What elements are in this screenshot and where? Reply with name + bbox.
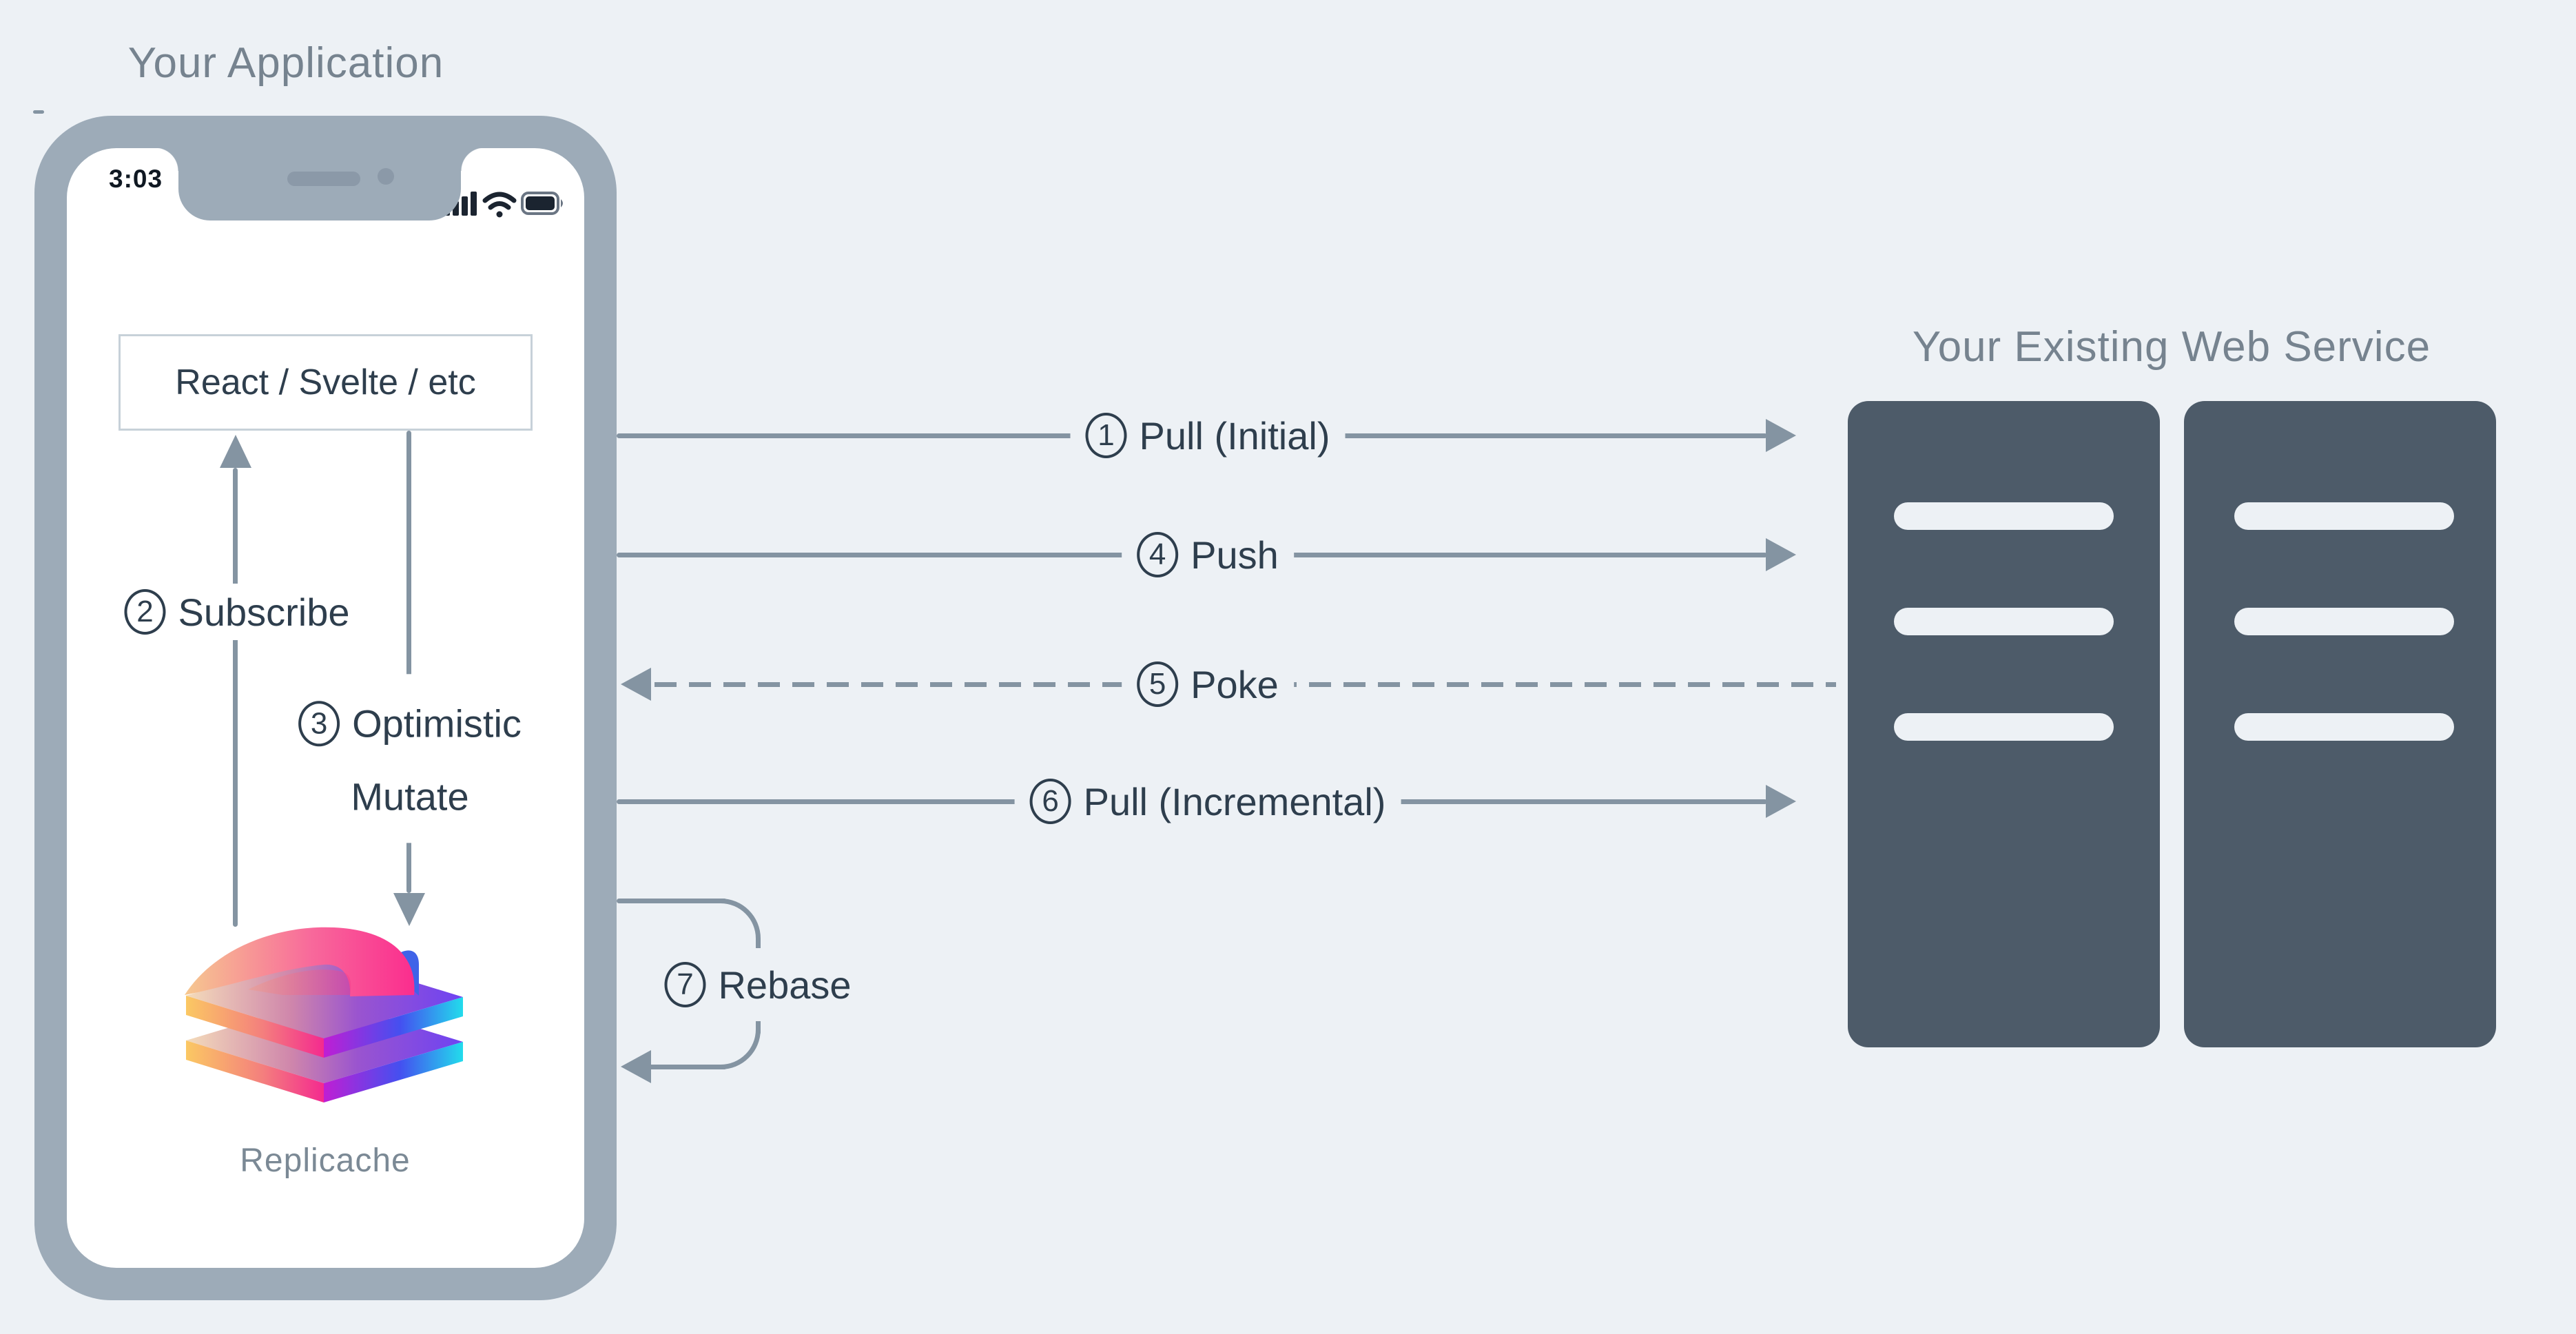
flow-label-text: Rebase — [718, 963, 852, 1007]
mutate-arrow-line — [406, 431, 411, 893]
flow-label-text: Push — [1191, 533, 1279, 577]
flow-label-text: Subscribe — [178, 590, 350, 634]
rebase-arrowhead-icon — [621, 1050, 651, 1083]
flow-label-pull-initial: 1 Pull (Initial) — [1070, 407, 1346, 464]
rebase-loop-top-line — [617, 899, 727, 903]
rebase-loop-bottom-line — [648, 1065, 727, 1069]
flow-label-text: Pull (Incremental) — [1083, 779, 1386, 823]
phone-notch — [155, 147, 484, 220]
step-number-badge: 6 — [1029, 779, 1071, 824]
flow-label-rebase: 7 Rebase — [646, 948, 869, 1021]
step-number-badge: 2 — [124, 589, 166, 635]
server-rack — [2184, 401, 2496, 1047]
subscribe-arrow-line — [233, 468, 238, 927]
server-slot — [1894, 608, 2114, 635]
step-number-badge: 3 — [298, 701, 340, 747]
ui-framework-box: React / Svelte / etc — [119, 334, 533, 431]
flow-label-text: Pull (Initial) — [1139, 413, 1330, 458]
subscribe-arrowhead-icon — [220, 435, 251, 468]
camera-icon — [378, 168, 394, 185]
step-number-badge: 4 — [1137, 532, 1179, 577]
rebase-loop-corner — [717, 899, 761, 954]
poke-arrowhead-icon — [621, 668, 651, 701]
phone-mockup: 3:03 — [34, 116, 617, 1300]
replicache-label: Replicache — [240, 1142, 411, 1179]
status-icons — [444, 192, 563, 218]
pull-incremental-arrowhead-icon — [1766, 785, 1796, 818]
flow-label-subscribe: 2 Subscribe — [109, 584, 365, 640]
flow-label-push: 4 Push — [1122, 526, 1294, 583]
server-slot — [2234, 713, 2454, 741]
phone-screen: 3:03 — [67, 148, 584, 1268]
flow-label-optimistic-mutate: 3 Optimistic Mutate — [285, 674, 535, 843]
step-number-badge: 5 — [1137, 661, 1179, 707]
flow-label-pull-incremental: 6 Pull (Incremental) — [1014, 773, 1401, 830]
server-slot — [1894, 713, 2114, 741]
rebase-loop-corner — [717, 1014, 761, 1069]
speaker-icon — [287, 172, 360, 186]
web-service-title: Your Existing Web Service — [1912, 323, 2431, 371]
mutate-arrowhead-icon — [393, 893, 425, 926]
step-number-badge: 7 — [664, 962, 706, 1007]
flow-label-text: Mutate — [351, 774, 469, 819]
battery-icon — [521, 192, 563, 215]
push-arrowhead-icon — [1766, 538, 1796, 571]
server-slot — [1894, 502, 2114, 530]
status-time: 3:03 — [109, 165, 163, 193]
flow-label-poke: 5 Poke — [1122, 656, 1294, 712]
stray-dash — [33, 110, 44, 114]
flow-label-text: Optimistic — [352, 701, 522, 745]
flow-label-text: Poke — [1191, 662, 1279, 706]
server-slot — [2234, 608, 2454, 635]
step-number-badge: 1 — [1085, 413, 1127, 458]
ui-framework-label: React / Svelte / etc — [175, 362, 476, 402]
pull-initial-arrowhead-icon — [1766, 419, 1796, 452]
server-slot — [2234, 502, 2454, 530]
application-title: Your Application — [127, 39, 444, 87]
wifi-icon — [482, 192, 517, 218]
server-rack — [1848, 401, 2160, 1047]
replicache-logo — [185, 927, 463, 1102]
